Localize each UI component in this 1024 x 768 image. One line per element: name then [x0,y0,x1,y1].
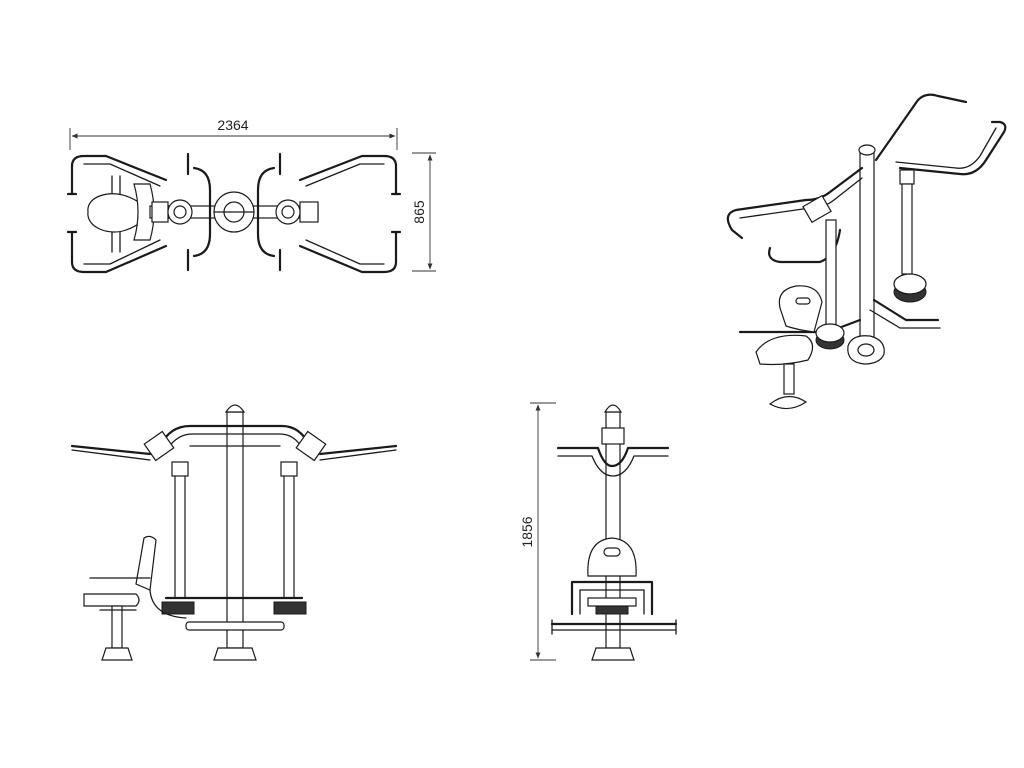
depth-dimension-label: 865 [411,200,427,224]
front-top-bar [158,424,312,448]
iso-left-arm [726,166,864,240]
front-central-post [226,411,244,649]
width-dimension-label: 2364 [217,117,248,133]
right-handle-frame [298,154,398,274]
iso-seat-back [778,285,823,333]
iso-right-arm [874,93,968,162]
width-dimension: 2364 [69,117,398,150]
left-handle-frame [70,154,168,274]
height-dimension-label: 1856 [519,516,535,547]
front-right-weights [273,601,307,615]
front-seat-back [135,535,157,591]
front-right-arm [318,444,398,456]
depth-dimension: 865 [411,152,436,272]
side-top-handles [556,446,670,468]
iso-central-post [859,151,875,353]
side-post-base [591,647,635,661]
front-post-base [213,647,257,661]
side-view: 1856 [519,402,678,661]
isometric-view [726,93,1007,410]
iso-seat [755,334,814,366]
iso-base-frame [872,298,940,322]
front-view [70,404,398,661]
top-view: 2364 865 [66,117,436,274]
front-seat [83,593,140,607]
front-left-weights [161,601,195,615]
front-left-arm [70,444,152,456]
height-dimension: 1856 [519,402,556,661]
side-seat-back [587,537,637,577]
